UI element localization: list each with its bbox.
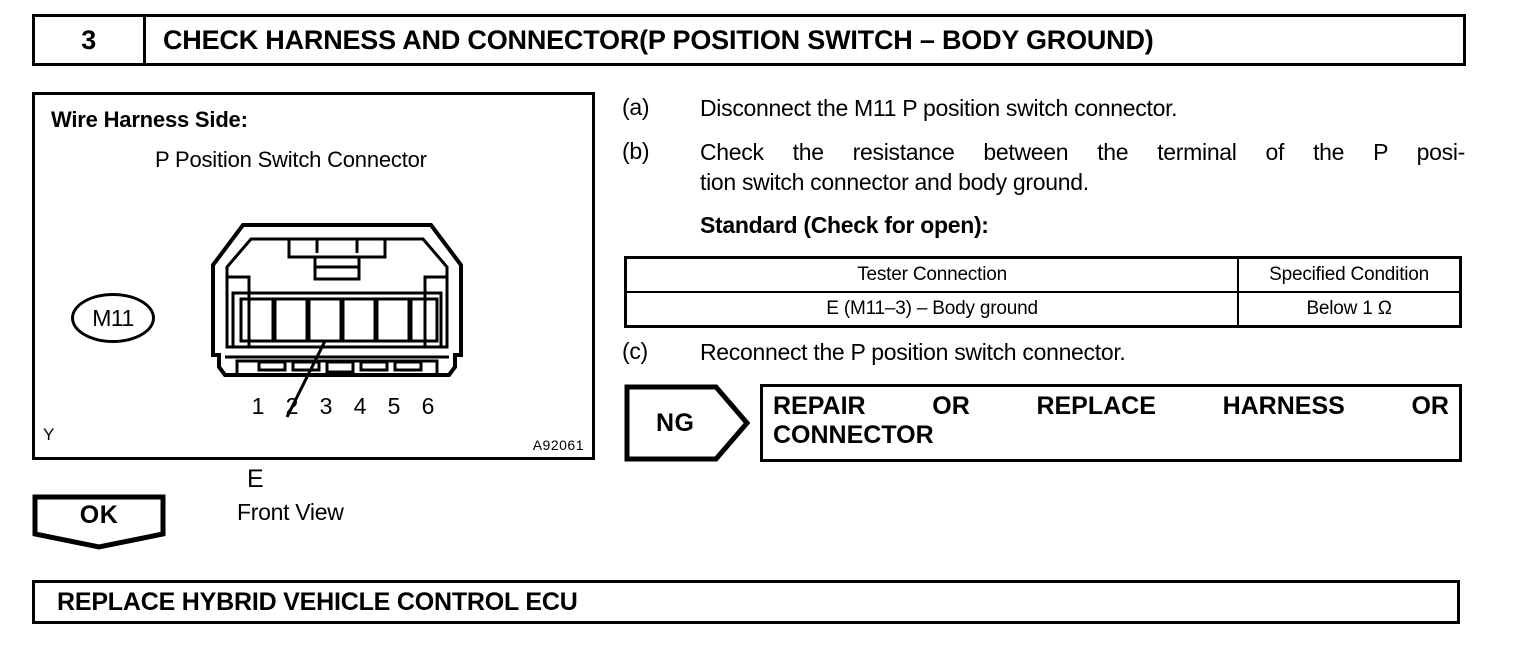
connector-id-text: M11 — [92, 304, 134, 331]
pin-6: 6 — [421, 392, 435, 419]
procedure-tag-c: (c) — [622, 338, 648, 364]
ng-result-block: NG REPAIR OR REPLACE HARNESS OR CONNECTO… — [624, 384, 1462, 462]
ok-label: OK — [79, 501, 119, 529]
step-number-cell: 3 — [35, 17, 146, 63]
ng-label: NG — [656, 408, 695, 437]
connector-pin-numbers: 1 2 3 4 5 6 — [241, 385, 449, 427]
ng-action-line2: CONNECTOR — [773, 421, 934, 449]
step-number: 3 — [81, 24, 97, 55]
ng-arrow-badge: NG — [624, 384, 750, 462]
figure-reference-code: A92061 — [532, 437, 584, 453]
step-title: CHECK HARNESS AND CONNECTOR(P POSITION S… — [163, 24, 1154, 55]
header-specified-condition: Specified Condition — [1237, 256, 1462, 293]
ng-action-box: REPAIR OR REPLACE HARNESS OR CONNECTOR — [760, 384, 1462, 462]
procedure-text-b-line2: tion switch connector and body ground. — [700, 168, 1089, 195]
procedure-text-c: Reconnect the P position switch connecto… — [700, 339, 1126, 365]
pin-4: 4 — [353, 392, 367, 419]
ng-arrow-shape — [624, 384, 750, 462]
front-view-label: Front View — [237, 499, 344, 525]
connector-figure-panel: Wire Harness Side: P Position Switch Con… — [32, 92, 595, 525]
ok-arrow-badge: OK — [32, 494, 166, 550]
ok-arrow-shape — [32, 494, 166, 550]
procedure-tag-b: (b) — [622, 138, 650, 164]
connector-caption: P Position Switch Connector — [155, 147, 427, 172]
figure-corner-mark: Y — [43, 425, 55, 444]
pin-3: 3 — [319, 392, 333, 419]
wire-harness-side-label: Wire Harness Side: — [51, 107, 248, 132]
final-action-box: REPLACE HYBRID VEHICLE CONTROL ECU — [32, 580, 1460, 624]
pin-2: 2 — [285, 392, 299, 419]
procedure-text-a: Disconnect the M11 P position switch con… — [700, 95, 1178, 121]
connector-front-view-diagram — [211, 223, 463, 418]
procedure-step-a: (a) Disconnect the M11 P position switch… — [622, 94, 1467, 124]
step-header-bar: 3 CHECK HARNESS AND CONNECTOR(P POSITION… — [32, 14, 1466, 66]
procedure-step-b: (b) Check the resistance between the ter… — [622, 138, 1467, 198]
table-row: E (M11–3) – Body ground Below 1 Ω — [624, 291, 1462, 328]
pin-5: 5 — [387, 392, 401, 419]
standard-heading: Standard (Check for open): — [700, 212, 989, 238]
connector-id-badge: M11 — [71, 293, 155, 343]
cell-tester-connection: E (M11–3) – Body ground — [624, 291, 1240, 328]
procedure-tag-a: (a) — [622, 94, 650, 120]
header-tester-connection: Tester Connection — [624, 256, 1240, 293]
cell-specified-condition: Below 1 Ω — [1237, 291, 1462, 328]
ng-action-line1: REPAIR OR REPLACE HARNESS OR — [773, 392, 1449, 420]
table-header-row: Tester Connection Specified Condition — [624, 256, 1462, 293]
procedure-step-c: (c) Reconnect the P position switch conn… — [622, 338, 1467, 368]
final-action-text: REPLACE HYBRID VEHICLE CONTROL ECU — [57, 587, 578, 616]
step-title-cell: CHECK HARNESS AND CONNECTOR(P POSITION S… — [146, 17, 1463, 63]
terminal-callout-label: E — [247, 465, 264, 493]
procedure-text-b-line1: Check the resistance between the termina… — [700, 139, 1465, 165]
pin-1: 1 — [251, 392, 265, 419]
specification-table: Tester Connection Specified Condition E … — [624, 256, 1462, 328]
